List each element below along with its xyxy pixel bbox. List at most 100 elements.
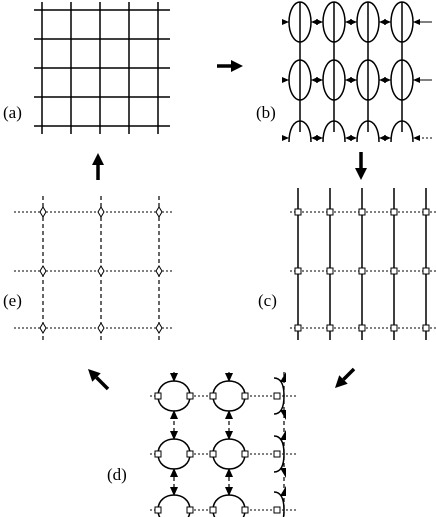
- triangle-node: [282, 19, 289, 25]
- panel-c-vertical-lines: [290, 188, 436, 340]
- arrow-up-left-head: [88, 369, 101, 382]
- panel-e-dashed-grid: [14, 196, 172, 340]
- triangle-node: [316, 19, 323, 25]
- triangle-node: [280, 430, 286, 440]
- square-node: [326, 208, 334, 216]
- square-node: [241, 450, 249, 458]
- triangle-node: [282, 135, 289, 141]
- square-node: [241, 506, 249, 514]
- square-node: [154, 392, 162, 400]
- plaquette-shape: [212, 438, 246, 470]
- panel-a-square-grid: [34, 2, 170, 134]
- square-node: [390, 267, 398, 275]
- triangle-node: [384, 135, 391, 141]
- triangle-node: [170, 468, 178, 477]
- triangle-node: [280, 372, 286, 382]
- square-node: [326, 324, 334, 332]
- plaquette-arc: [282, 509, 285, 517]
- plaquette-arc: [273, 377, 285, 397]
- arrow-up-head: [92, 153, 104, 165]
- plaquette-shape: [212, 494, 246, 517]
- square-node: [294, 324, 302, 332]
- triangle-node: [413, 77, 420, 83]
- square-node: [422, 324, 430, 332]
- panel-b-loop-lattice: [282, 1, 432, 143]
- triangle-node: [170, 373, 178, 382]
- diamond-node: [39, 206, 47, 218]
- triangle-node: [280, 486, 286, 496]
- square-node: [154, 450, 162, 458]
- plaquette-shape: [157, 494, 191, 517]
- diamond-node: [155, 206, 163, 218]
- arrow-down-head: [355, 168, 367, 180]
- panel-d-plaquette-lattice: [150, 372, 296, 517]
- square-node: [422, 208, 430, 216]
- plaquette-shape: [157, 380, 191, 412]
- triangle-node: [316, 135, 323, 141]
- plaquette-shape: [157, 438, 191, 470]
- diamond-node: [39, 322, 47, 334]
- triangle-node: [170, 410, 178, 419]
- triangle-node: [225, 487, 233, 496]
- triangle-node: [384, 19, 391, 25]
- plaquette-arc: [273, 491, 285, 511]
- square-node: [358, 208, 366, 216]
- square-node: [294, 208, 302, 216]
- square-node: [390, 324, 398, 332]
- square-node: [273, 506, 281, 514]
- triangle-node: [350, 19, 357, 25]
- diamond-node: [97, 265, 105, 277]
- diamond-node: [155, 265, 163, 277]
- plaquette-arc: [273, 395, 285, 415]
- panel-label-e: (e): [3, 291, 22, 310]
- triangle-node: [170, 487, 178, 496]
- square-node: [390, 208, 398, 216]
- panel-label-d: (d): [107, 465, 127, 484]
- triangle-node: [316, 77, 323, 83]
- square-node: [209, 392, 217, 400]
- triangle-node: [225, 410, 233, 419]
- cycle-arrows: [88, 60, 367, 391]
- triangle-node: [282, 77, 289, 83]
- square-node: [209, 450, 217, 458]
- triangle-node: [280, 410, 286, 420]
- triangle-node: [170, 431, 178, 440]
- panel-label-c: (c): [258, 291, 277, 310]
- square-node: [273, 392, 281, 400]
- square-node: [209, 506, 217, 514]
- triangle-node: [384, 77, 391, 83]
- arrow-down-left-head: [335, 375, 348, 388]
- square-node: [422, 267, 430, 275]
- triangle-node: [225, 468, 233, 477]
- square-node: [186, 450, 194, 458]
- panel-label-b: (b): [256, 103, 276, 122]
- triangle-node: [413, 19, 420, 25]
- square-node: [186, 506, 194, 514]
- square-node: [241, 392, 249, 400]
- triangle-node: [413, 135, 420, 141]
- plaquette-arc: [273, 435, 285, 455]
- diamond-node: [155, 322, 163, 334]
- square-node: [186, 392, 194, 400]
- square-node: [294, 267, 302, 275]
- triangle-node: [350, 135, 357, 141]
- diamond-node: [39, 265, 47, 277]
- diamond-node: [97, 322, 105, 334]
- triangle-node: [280, 468, 286, 478]
- panel-label-a: (a): [3, 103, 22, 122]
- triangle-node: [225, 373, 233, 382]
- arrow-down-left-shaft: [342, 367, 356, 381]
- square-node: [358, 324, 366, 332]
- arrow-right-head: [231, 60, 243, 72]
- square-node: [273, 450, 281, 458]
- plaquette-shape: [212, 380, 246, 412]
- diamond-node: [97, 206, 105, 218]
- square-node: [358, 267, 366, 275]
- plaquette-arc: [273, 453, 285, 473]
- square-node: [154, 506, 162, 514]
- triangle-node: [350, 77, 357, 83]
- square-node: [326, 267, 334, 275]
- triangle-node: [225, 431, 233, 440]
- arrow-up-left-shaft: [95, 376, 110, 391]
